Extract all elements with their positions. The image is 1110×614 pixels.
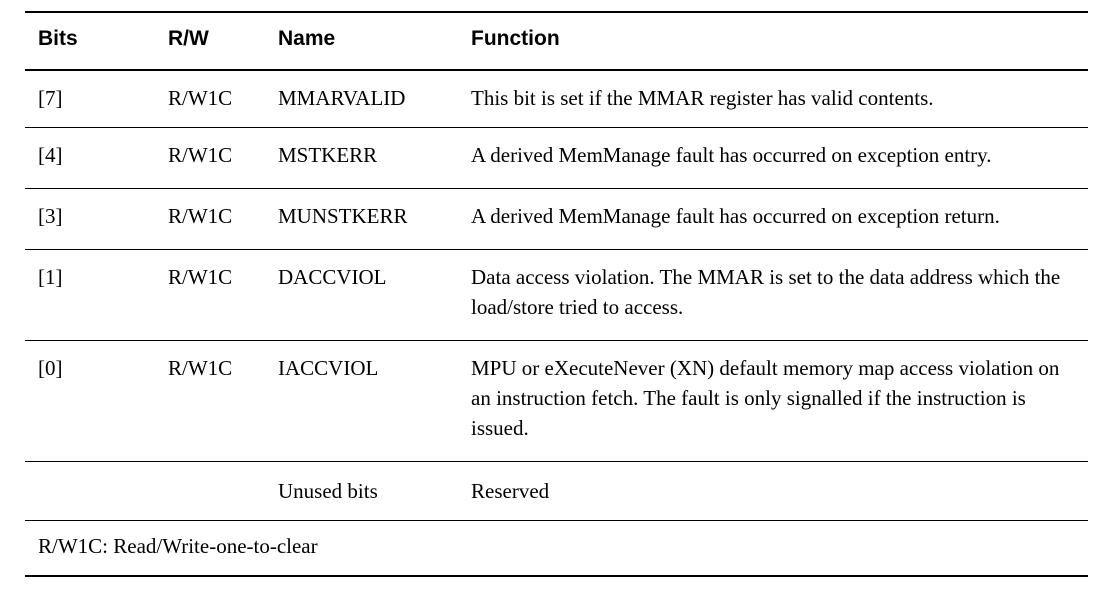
rw-value: R/W1C [168, 86, 233, 110]
cell-name: Unused bits [265, 461, 458, 521]
function-value: Reserved [471, 479, 550, 503]
cell-rw: R/W1C [155, 188, 265, 250]
function-value: MPU or eXecuteNever (XN) default memory … [471, 356, 1060, 440]
table-row: [3] R/W1C MUNSTKERR A derived MemManage … [25, 188, 1088, 250]
bits-value: [7] [38, 86, 63, 110]
cell-function: A derived MemManage fault has occurred o… [458, 188, 1088, 250]
cell-function: Data access violation. The MMAR is set t… [458, 249, 1088, 341]
function-value: Data access violation. The MMAR is set t… [471, 265, 1061, 319]
rw-value-empty [168, 476, 257, 477]
cell-rw: R/W1C [155, 127, 265, 189]
table-footnote-row: R/W1C: Read/Write-one-to-clear [25, 520, 1088, 577]
name-value: Unused bits [278, 479, 378, 503]
cell-rw: R/W1C [155, 70, 265, 128]
cell-function: MPU or eXecuteNever (XN) default memory … [458, 340, 1088, 462]
cell-name: MMARVALID [265, 70, 458, 128]
name-value: DACCVIOL [278, 265, 387, 289]
bits-value: [0] [38, 356, 63, 380]
name-value: MSTKERR [278, 143, 378, 167]
cell-bits: [3] [25, 188, 155, 250]
function-value: A derived MemManage fault has occurred o… [471, 204, 1000, 228]
table-footnote: R/W1C: Read/Write-one-to-clear [25, 520, 1088, 577]
name-value: MMARVALID [278, 86, 406, 110]
cell-function: Reserved [458, 461, 1088, 521]
cell-bits [25, 461, 155, 521]
bits-value: [4] [38, 143, 63, 167]
name-value: IACCVIOL [278, 356, 379, 380]
rw-value: R/W1C [168, 356, 233, 380]
column-header-rw: R/W [155, 11, 265, 71]
cell-name: MUNSTKERR [265, 188, 458, 250]
cell-name: MSTKERR [265, 127, 458, 189]
table-row: [4] R/W1C MSTKERR A derived MemManage fa… [25, 127, 1088, 189]
table-row: [7] R/W1C MMARVALID This bit is set if t… [25, 70, 1088, 128]
cell-bits: [1] [25, 249, 155, 341]
column-header-name: Name [265, 11, 458, 71]
table-body: [7] R/W1C MMARVALID This bit is set if t… [25, 70, 1088, 521]
name-value: MUNSTKERR [278, 204, 408, 228]
rw-value: R/W1C [168, 265, 233, 289]
cell-bits: [4] [25, 127, 155, 189]
cell-bits: [0] [25, 340, 155, 462]
cell-function: A derived MemManage fault has occurred o… [458, 127, 1088, 189]
cell-bits: [7] [25, 70, 155, 128]
bits-value: [3] [38, 204, 63, 228]
function-value: A derived MemManage fault has occurred o… [471, 143, 992, 167]
rw-value: R/W1C [168, 143, 233, 167]
cell-name: DACCVIOL [265, 249, 458, 341]
function-value: This bit is set if the MMAR register has… [471, 86, 934, 110]
column-header-bits: Bits [25, 11, 155, 71]
table-header: Bits R/W Name Function [25, 11, 1088, 71]
bits-value-empty [38, 476, 147, 477]
table-row: [0] R/W1C IACCVIOL MPU or eXecuteNever (… [25, 340, 1088, 462]
cell-rw: R/W1C [155, 249, 265, 341]
table-row: [1] R/W1C DACCVIOL Data access violation… [25, 249, 1088, 341]
table-row: Unused bits Reserved [25, 461, 1088, 521]
cell-rw [155, 461, 265, 521]
cell-name: IACCVIOL [265, 340, 458, 462]
rw-value: R/W1C [168, 204, 233, 228]
column-header-function: Function [458, 11, 1088, 71]
register-bit-assignment-table: Bits R/W Name Function [7] R/W1C MMARVAL… [25, 11, 1088, 577]
cell-rw: R/W1C [155, 340, 265, 462]
table-footer: R/W1C: Read/Write-one-to-clear [25, 520, 1088, 577]
cell-function: This bit is set if the MMAR register has… [458, 70, 1088, 128]
bits-value: [1] [38, 265, 63, 289]
table-header-row: Bits R/W Name Function [25, 11, 1088, 71]
